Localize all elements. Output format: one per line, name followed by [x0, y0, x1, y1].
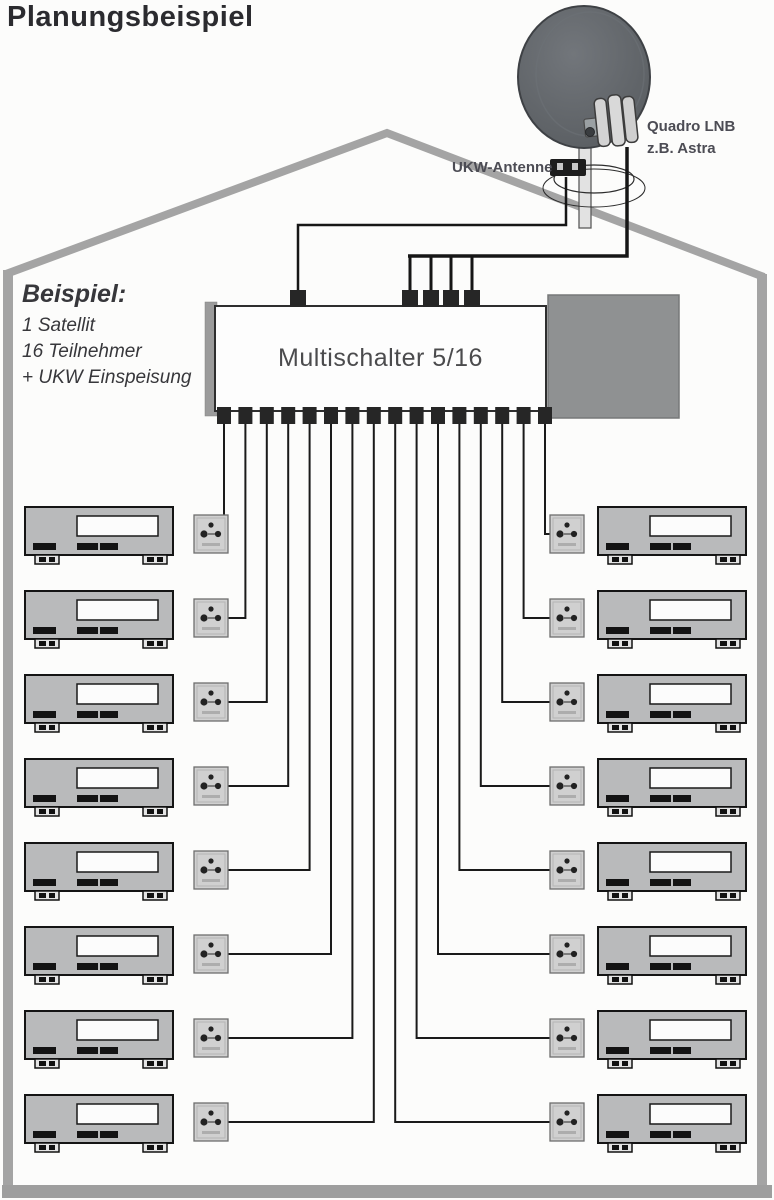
coax-cable	[228, 424, 247, 619]
coax-cable	[394, 424, 550, 1123]
wall-outlet	[193, 850, 229, 890]
multiswitch-body	[214, 305, 547, 412]
receiver	[597, 926, 747, 985]
example-line: 1 Satellit	[22, 315, 95, 336]
receiver	[24, 758, 174, 817]
house-floor	[2, 1185, 772, 1198]
lnb-cable-drops	[408, 256, 474, 292]
coax-cable	[437, 424, 550, 955]
page-title: Planungsbeispiel	[7, 1, 254, 33]
multiswitch-output-port	[281, 407, 296, 424]
wall-outlet	[193, 934, 229, 974]
multiswitch-output-port	[388, 407, 403, 424]
lnb-icon	[583, 94, 639, 148]
receiver	[24, 842, 174, 901]
coax-cable	[501, 424, 550, 703]
multiswitch-output-port	[452, 407, 467, 424]
wall-outlet	[193, 514, 229, 554]
example-heading: Beispiel:	[22, 280, 127, 308]
multiswitch-output-port	[473, 407, 488, 424]
sat-input-port	[423, 290, 439, 307]
coax-cable	[228, 424, 268, 703]
multiswitch-output-port	[409, 407, 424, 424]
example-line: 16 Teilnehmer	[22, 341, 142, 362]
multiswitch-output-port	[238, 407, 253, 424]
coax-cable	[228, 424, 290, 787]
multiswitch-output-port	[302, 407, 317, 424]
mast-rotation-mark	[553, 164, 635, 194]
wall-outlet	[193, 1102, 229, 1142]
house-roof	[4, 128, 766, 281]
coax-cable	[228, 424, 332, 955]
receiver	[24, 506, 174, 565]
mast-rotation-mark	[542, 168, 646, 208]
wall-outlet	[193, 766, 229, 806]
wall-outlet	[549, 766, 585, 806]
receiver	[24, 1010, 174, 1069]
multiswitch-output-port	[217, 407, 231, 424]
wall-outlet	[549, 682, 585, 722]
lnb-label: Quadro LNB z.B. Astra	[647, 116, 735, 160]
house-outline	[2, 128, 772, 1198]
wall-outlet	[549, 1018, 585, 1058]
multiswitch-output-port	[538, 407, 552, 424]
wall-outlet	[549, 514, 585, 554]
receiver	[597, 590, 747, 649]
dish-bolt	[585, 127, 595, 137]
coax-cable	[228, 424, 375, 1123]
coax-cable	[415, 424, 550, 1039]
sat-input-port	[402, 290, 418, 307]
wall-outlet	[193, 1018, 229, 1058]
fm-antenna-label: UKW-Antenne	[452, 159, 553, 176]
wall-outlet	[193, 598, 229, 638]
receiver	[597, 842, 747, 901]
fm-input-port	[290, 290, 306, 307]
multiswitch-terminal-box	[547, 294, 680, 419]
multiswitch-output-port	[431, 407, 445, 424]
lnb-cable	[408, 147, 629, 258]
receiver	[24, 1094, 174, 1153]
fm-antenna-icon	[550, 159, 586, 176]
multiswitch-output-port	[259, 407, 274, 424]
fm-cable	[296, 177, 568, 292]
wall-outlet	[193, 682, 229, 722]
coax-cable	[228, 424, 311, 871]
multiswitch-output-port	[366, 407, 381, 424]
multiswitch-output-port	[495, 407, 510, 424]
coax-cable	[544, 424, 550, 535]
coax-cable	[228, 424, 354, 1039]
multiswitch-label: Multischalter 5/16	[278, 344, 483, 372]
receiver	[597, 1010, 747, 1069]
example-line: + UKW Einspeisung	[22, 367, 192, 388]
coax-cable	[522, 424, 550, 619]
wall-outlet	[549, 598, 585, 638]
sat-input-port	[443, 290, 459, 307]
coax-cable	[479, 424, 550, 787]
distribution-network	[24, 407, 747, 1153]
multiswitch-output-port	[324, 407, 338, 424]
lnb-label-line1: Quadro LNB	[647, 118, 736, 135]
coax-cable	[458, 424, 550, 871]
example-note: Beispiel: 1 Satellit 16 Teilnehmer + UKW…	[22, 280, 192, 391]
receiver	[24, 674, 174, 733]
receiver	[597, 674, 747, 733]
wall-outlet	[549, 850, 585, 890]
multiswitch-output-port	[345, 407, 360, 424]
wall-outlet	[549, 934, 585, 974]
receiver	[597, 506, 747, 565]
wall-outlet	[549, 1102, 585, 1142]
receiver	[597, 758, 747, 817]
receiver	[597, 1094, 747, 1153]
receiver	[24, 926, 174, 985]
sat-input-port	[464, 290, 480, 307]
multiswitch-output-port	[516, 407, 531, 424]
receiver	[24, 590, 174, 649]
lnb-label-line2: z.B. Astra	[647, 140, 716, 157]
